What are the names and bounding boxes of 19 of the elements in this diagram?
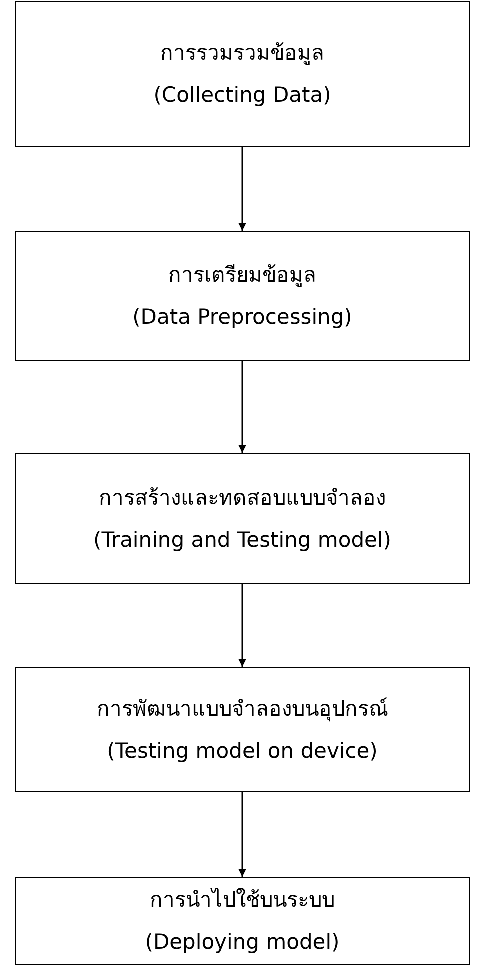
step-subtitle: (Data Preprocessing) — [132, 304, 352, 330]
step-subtitle: (Collecting Data) — [154, 82, 332, 108]
process-box — [15, 667, 470, 792]
step-title: การนำไปใช้บนระบบ — [150, 887, 335, 913]
arrow — [238, 361, 246, 453]
arrow — [238, 792, 246, 877]
step-title: การสร้างและทดสอบแบบจำลอง — [99, 484, 386, 510]
step-title: การเตรียมข้อมูล — [168, 262, 316, 288]
process-box — [15, 231, 470, 361]
step-subtitle: (Testing model on device) — [107, 738, 378, 764]
step-subtitle: (Deploying model) — [145, 929, 340, 955]
process-box — [15, 453, 470, 584]
process-box — [15, 1, 470, 147]
step-title: การรวมรวมข้อมูล — [160, 40, 324, 66]
process-box — [15, 877, 470, 965]
arrow — [238, 584, 246, 667]
step-title: การพัฒนาแบบจำลองบนอุปกรณ์ — [97, 696, 388, 722]
arrow — [238, 147, 246, 231]
step-subtitle: (Training and Testing model) — [94, 526, 392, 552]
